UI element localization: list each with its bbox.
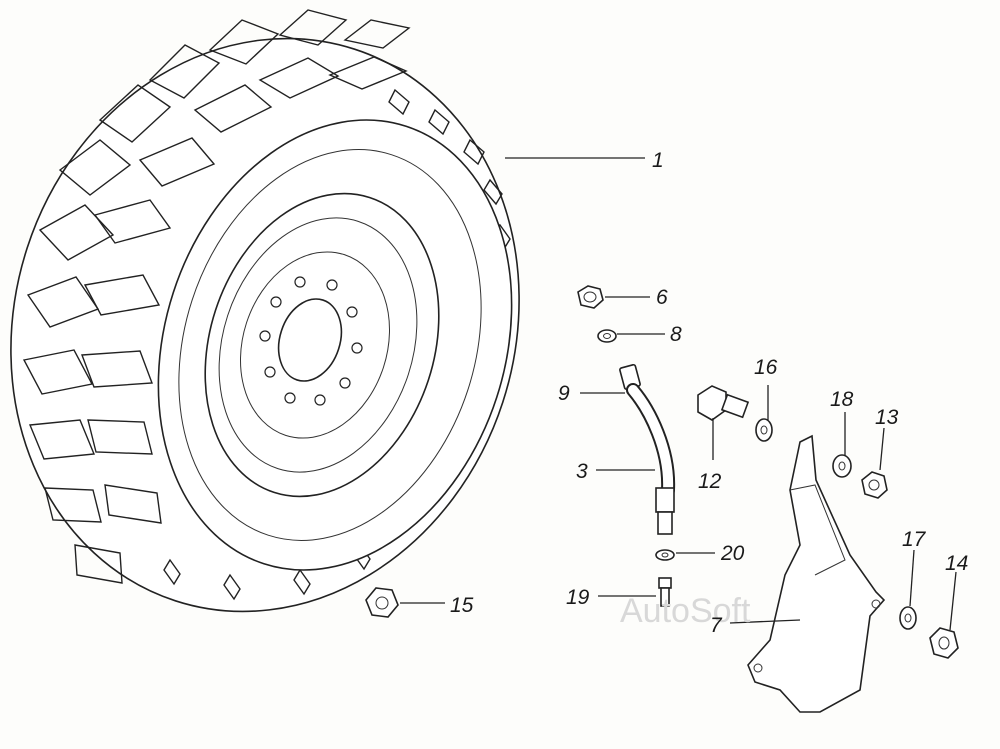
callout-14: 14 [945, 552, 968, 575]
callout-8: 8 [670, 323, 682, 346]
callout-19: 19 [566, 586, 590, 609]
callout-6: 6 [656, 286, 668, 309]
callout-15: 15 [450, 594, 474, 617]
part-15-nut [365, 587, 399, 618]
part-19-fitting [658, 577, 672, 607]
part-14-nut [929, 627, 959, 659]
callout-1: 1 [652, 149, 664, 172]
rim-bolt-holes [259, 276, 363, 406]
part-8-washer [597, 329, 617, 343]
hub-disc [239, 251, 391, 439]
callout-12: 12 [698, 470, 722, 493]
callout-7: 7 [710, 614, 723, 637]
hub-center-hole [277, 298, 343, 382]
callout-labels: 1 6 8 9 3 12 16 18 13 20 19 17 14 15 7 [450, 149, 968, 637]
part-6-nut [577, 285, 604, 309]
callout-17: 17 [902, 528, 927, 551]
part-12-bolt [697, 385, 750, 421]
part-17-washer [899, 606, 917, 630]
part-18-washer [832, 454, 852, 478]
callout-13: 13 [875, 406, 899, 429]
callout-3: 3 [576, 460, 588, 483]
tire-tread [22, 9, 511, 601]
tire-assembly [10, 9, 520, 613]
rim-ring [218, 217, 418, 473]
part-13-nut [861, 471, 888, 499]
leader-lines [400, 157, 957, 631]
part-3-9-hose [619, 363, 676, 535]
watermark: AutoSoft [620, 592, 751, 630]
callout-20: 20 [720, 542, 745, 565]
callout-16: 16 [754, 356, 778, 379]
sidewall-ring [178, 149, 482, 541]
part-20-washer [655, 549, 675, 561]
callout-18: 18 [830, 388, 854, 411]
part-16-washer [755, 418, 773, 442]
callout-9: 9 [558, 382, 570, 405]
part-7-bracket [747, 434, 886, 713]
